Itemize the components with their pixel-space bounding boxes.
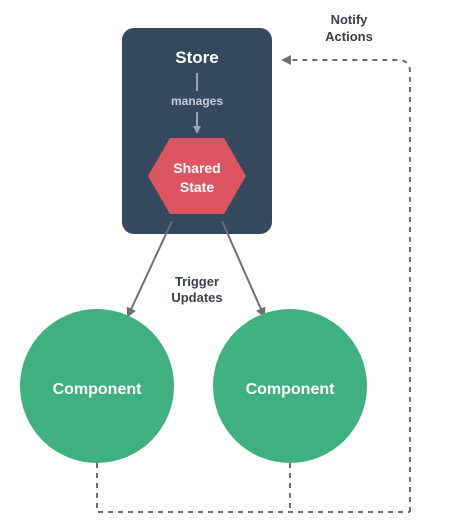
shared-state-hexagon: [148, 138, 246, 214]
trigger-label-line1: Trigger: [175, 274, 219, 289]
trigger-arrow-left: [126, 220, 173, 318]
shared-state-label-line1: Shared: [173, 160, 220, 176]
trigger-label-line2: Updates: [171, 290, 222, 305]
component-label-right: Component: [246, 381, 336, 398]
notify-path-main: [281, 55, 411, 512]
notify-label-line2: Actions: [325, 29, 373, 44]
component-circle-right: [213, 309, 367, 463]
notify-label-line1: Notify: [331, 12, 369, 27]
shared-state-label-line2: State: [180, 179, 214, 195]
component-label-left: Component: [53, 381, 143, 398]
trigger-arrow-right: [221, 220, 266, 318]
notify-path-left: [96, 463, 410, 513]
store-title: Store: [175, 48, 218, 67]
component-circle-left: [20, 309, 174, 463]
manages-label: manages: [171, 94, 223, 108]
